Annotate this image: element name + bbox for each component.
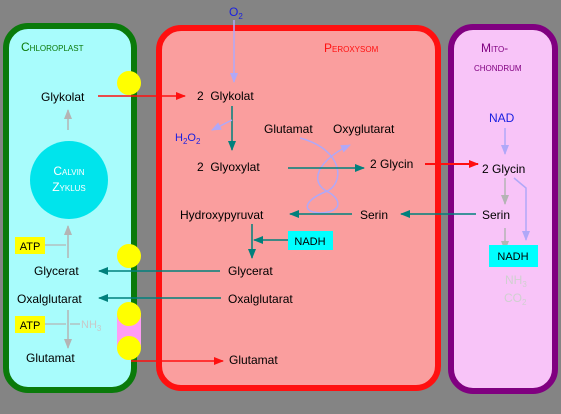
carrier-glykolat bbox=[117, 71, 141, 95]
calvin-cycle-circle bbox=[30, 141, 108, 219]
chloro-glutamat: Glutamat bbox=[26, 351, 75, 365]
perox-nadh-box bbox=[288, 231, 333, 250]
mito-title-line2: chondrum bbox=[474, 60, 522, 74]
carrier-oxal-top bbox=[117, 302, 141, 326]
perox-hydroxypyruvat: Hydroxypyruvat bbox=[180, 208, 264, 222]
perox-oxalglutarat: Oxalglutarat bbox=[228, 292, 293, 306]
chloro-nh3-sub: 3 bbox=[97, 324, 102, 333]
calvin-label-line2: Zyklus bbox=[52, 180, 86, 194]
carrier-glutamat-bottom bbox=[117, 336, 141, 360]
h2o2-o: O bbox=[187, 132, 196, 144]
perox-glutamat: Glutamat bbox=[264, 122, 313, 136]
mito-nh3-sub: 3 bbox=[522, 280, 527, 289]
perox-glycin: 2 Glycin bbox=[370, 157, 413, 171]
perox-glykolat: 2 Glykolat bbox=[197, 89, 254, 103]
calvin-label-line1: Calvin bbox=[53, 164, 84, 178]
perox-glutamat-bottom: Glutamat bbox=[229, 353, 278, 367]
peroxysom-compartment bbox=[156, 25, 441, 391]
atp-badge-2 bbox=[15, 316, 45, 333]
h2o2-sub-2: 2 bbox=[196, 137, 201, 146]
perox-o2: O2 bbox=[229, 5, 243, 21]
atp-badge-1 bbox=[15, 237, 45, 254]
perox-oxyglutarat: Oxyglutarat bbox=[333, 122, 395, 136]
perox-serin: Serin bbox=[360, 208, 388, 222]
mito-title-line1: Mito- bbox=[481, 41, 508, 55]
chloro-glykolat: Glykolat bbox=[41, 90, 85, 104]
mito-co2-sub: 2 bbox=[522, 298, 527, 307]
h2o2-byproduct-line bbox=[211, 119, 233, 131]
chloro-nh3: NH3 bbox=[81, 319, 102, 333]
perox-o2-sub: 2 bbox=[238, 12, 243, 21]
peroxysom-title: Peroxysom bbox=[324, 41, 379, 55]
atp-label-2: ATP bbox=[20, 320, 41, 332]
atp-label-1: ATP bbox=[20, 241, 41, 253]
mito-nadh: NADH bbox=[497, 251, 528, 263]
mito-nad: NAD bbox=[489, 111, 515, 125]
mito-co2: CO2 bbox=[504, 291, 527, 307]
mito-glycin: 2 Glycin bbox=[482, 162, 525, 176]
h2o2-sub-1: 2 bbox=[183, 137, 188, 146]
chloroplast-title: Chloroplast bbox=[21, 40, 84, 54]
chloro-glycerat: Glycerat bbox=[34, 264, 79, 278]
transamination-loop-return bbox=[317, 144, 351, 214]
perox-glyoxylat: 2 Glyoxylat bbox=[197, 160, 260, 174]
transamination-loop bbox=[299, 137, 339, 214]
perox-nadh: NADH bbox=[294, 236, 325, 248]
mito-nh3: NH3 bbox=[505, 273, 527, 289]
perox-glycerat: Glycerat bbox=[228, 264, 273, 278]
mito-nadh-box bbox=[489, 245, 538, 267]
chloro-oxalglutarat: Oxalglutarat bbox=[17, 292, 82, 306]
perox-h2o2: H2O2 bbox=[175, 132, 201, 146]
mito-compartment bbox=[448, 24, 558, 394]
mito-serin: Serin bbox=[482, 208, 510, 222]
nadh-output-line bbox=[513, 177, 530, 241]
carrier-glycerat bbox=[117, 244, 141, 268]
